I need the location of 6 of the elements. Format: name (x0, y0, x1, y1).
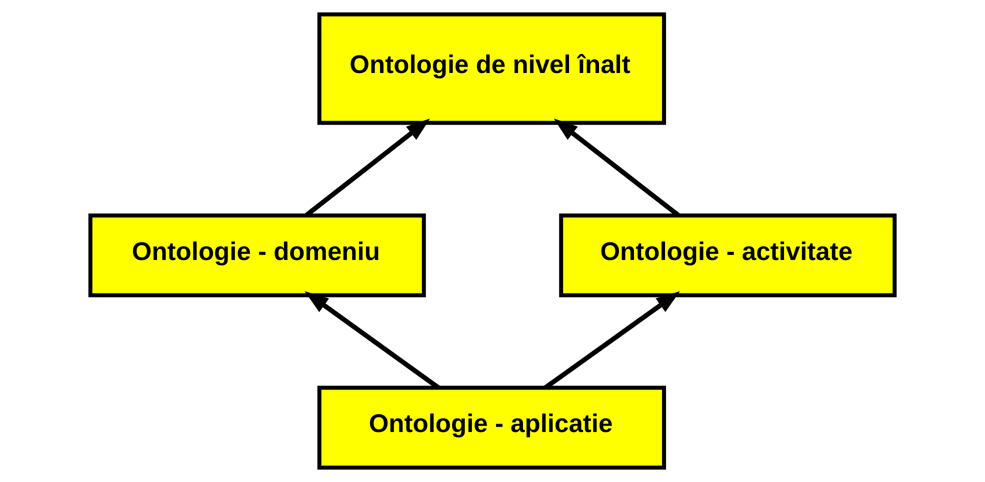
node-box: Ontologie - domeniu (88, 213, 426, 298)
arrow (544, 291, 680, 390)
node-box: Ontologie - activitate (559, 213, 897, 298)
node-box: Ontologie - aplicatie (317, 386, 666, 470)
arrow (304, 291, 440, 390)
node-box: Ontologie de nivel înalt (317, 12, 666, 125)
